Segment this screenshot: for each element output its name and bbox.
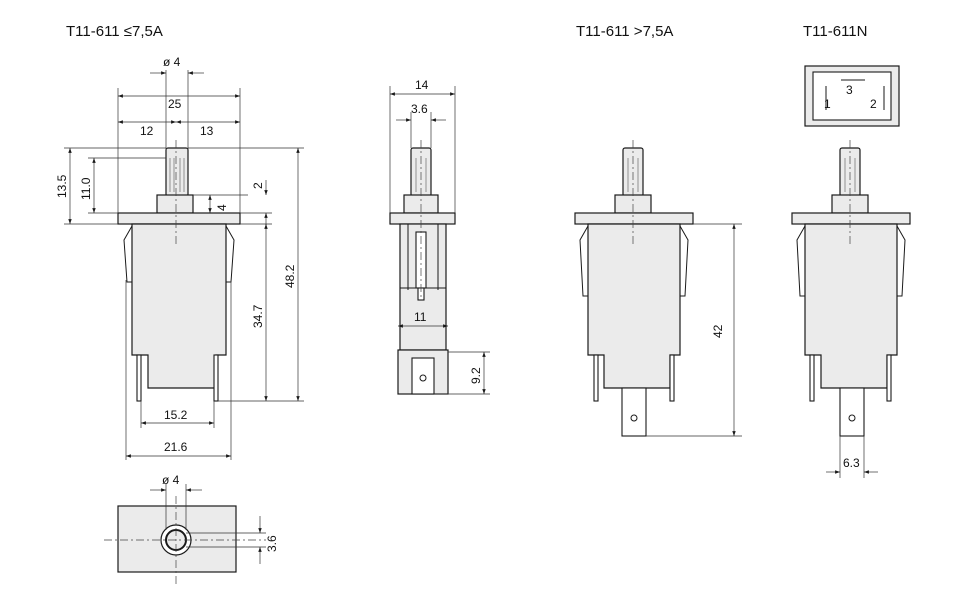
- terminal-pin-left: [136, 354, 142, 402]
- n-housing: [804, 223, 898, 389]
- high-housing: [587, 223, 681, 389]
- dim-top-phi4: ø 4: [162, 473, 180, 487]
- n-terminal-3: 3: [846, 83, 853, 97]
- dim-front-34-7: 34.7: [251, 304, 265, 328]
- actuator-collar: [156, 194, 194, 214]
- n-terminal-1: 1: [824, 97, 831, 111]
- side-flange: [389, 212, 456, 225]
- dim-top-3-6: 3.6: [265, 535, 279, 552]
- mounting-flange: [117, 212, 241, 225]
- front-view: ø 4 25 12 13 13.5 11.0 2 4 48.2: [55, 55, 304, 460]
- dim-front-2: 2: [251, 182, 265, 189]
- dim-side-9-2: 9.2: [469, 367, 483, 384]
- dim-high-42: 42: [711, 324, 725, 338]
- switch-housing: [131, 223, 227, 389]
- top-view: ø 4 3.6: [104, 473, 279, 585]
- title-t11-611-low: T11-611 ≤7,5A: [66, 23, 163, 40]
- title-t11-611-high: T11-611 >7,5A: [576, 23, 673, 40]
- dim-front-21-6: 21.6: [164, 440, 188, 454]
- snap-spring-left: [123, 225, 133, 283]
- dim-front-15-2: 15.2: [164, 408, 188, 422]
- dim-front-13-5: 13.5: [55, 174, 69, 198]
- high-center-terminal: [621, 387, 647, 437]
- title-t11-611n: T11-611N: [803, 23, 867, 40]
- high-flange: [574, 212, 694, 225]
- dim-front-11-0: 11.0: [79, 177, 93, 200]
- side-view: 14 3.6 11 9.2: [389, 78, 490, 395]
- n-terminal-2: 2: [870, 97, 877, 111]
- dim-n-6-3: 6.3: [843, 456, 860, 470]
- dim-front-4: 4: [215, 204, 229, 211]
- dim-side-11: 11: [414, 310, 427, 324]
- n-variant-view: 3 1 2 6.3: [791, 65, 911, 478]
- high-current-view: 42: [574, 140, 742, 437]
- dim-front-25: 25: [168, 97, 182, 111]
- dim-front-13: 13: [200, 124, 214, 138]
- n-center-terminal: [839, 387, 865, 437]
- dim-side-3-6: 3.6: [411, 102, 428, 116]
- dim-front-phi4: ø 4: [163, 55, 181, 69]
- n-flange: [791, 212, 911, 225]
- dim-front-48-2: 48.2: [283, 264, 297, 288]
- dim-front-12: 12: [140, 124, 154, 138]
- terminal-pin-right: [213, 354, 219, 402]
- dim-side-14: 14: [415, 78, 429, 92]
- actuator-button: [165, 147, 189, 197]
